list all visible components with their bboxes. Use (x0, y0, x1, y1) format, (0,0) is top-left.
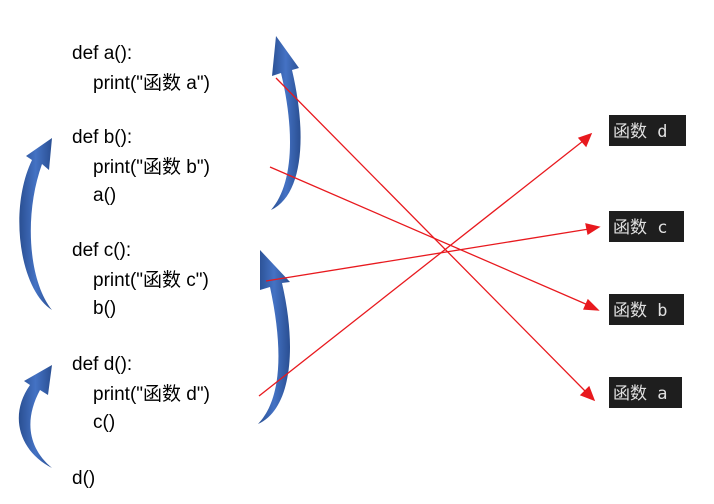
output-box-b (609, 294, 684, 325)
red-arrow-a (275, 77, 587, 393)
red-arrowhead-a (579, 385, 596, 402)
output-text-c: 函数 c (613, 218, 667, 238)
output-box-c (609, 211, 684, 242)
red-arrow-b (269, 166, 589, 306)
code-line-call-d: d() (72, 468, 95, 489)
red-arrow-d (258, 140, 584, 397)
curved-arrow-d-call (18, 365, 52, 468)
red-arrow-c (265, 228, 590, 282)
code-line-call-c: c() (93, 412, 115, 433)
red-arrowhead-c (585, 223, 601, 236)
code-line-print-c: print("函数 c") (93, 269, 209, 291)
code-line-call-a: a() (93, 185, 116, 206)
output-text-b: 函数 b (613, 301, 667, 321)
code-line-def-d: def d(): (72, 354, 132, 375)
curved-arrow-c-call (258, 250, 290, 424)
code-line-def-b: def b(): (72, 127, 132, 148)
code-line-def-a: def a(): (72, 43, 132, 64)
code-line-print-b: print("函数 b") (93, 156, 210, 178)
output-text-a: 函数 a (613, 384, 667, 404)
code-line-call-b: b() (93, 298, 116, 319)
output-box-d (609, 115, 686, 146)
output-box-a (609, 377, 682, 408)
curved-arrow-a-call (271, 36, 301, 210)
output-text-d: 函数 d (613, 122, 667, 142)
red-arrowhead-d (577, 132, 593, 148)
curved-arrow-b-call (19, 138, 52, 310)
code-line-def-c: def c(): (72, 240, 131, 261)
red-arrowhead-b (583, 298, 600, 311)
code-line-print-d: print("函数 d") (93, 383, 210, 405)
red-arrows (258, 77, 601, 402)
code-line-print-a: print("函数 a") (93, 72, 210, 94)
